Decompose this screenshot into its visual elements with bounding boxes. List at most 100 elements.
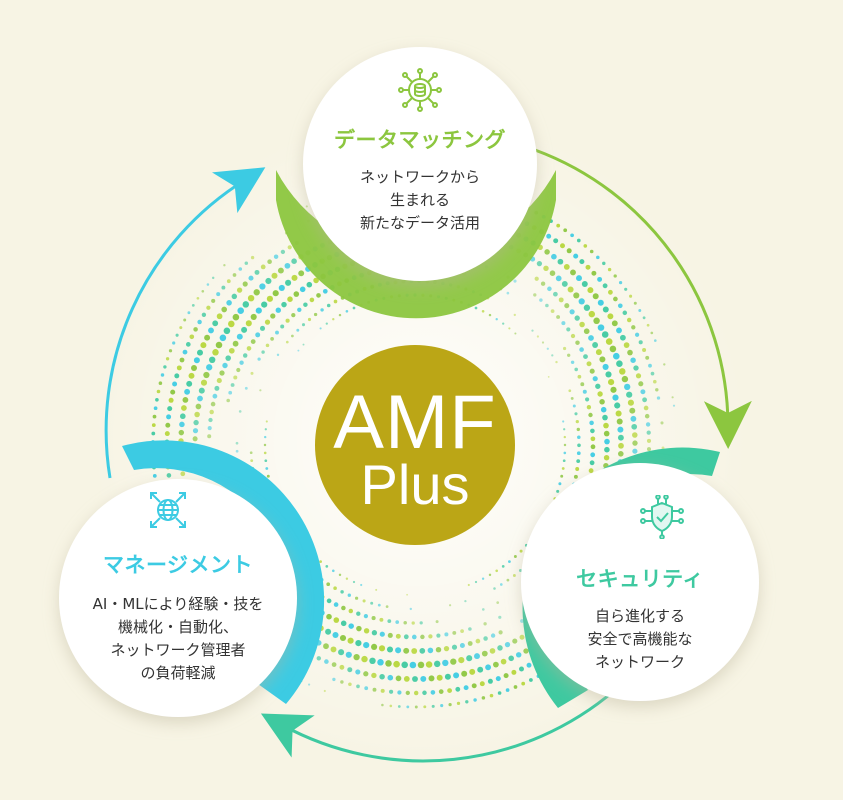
decor-dot xyxy=(576,275,582,282)
decor-dot xyxy=(566,248,572,254)
decor-dot xyxy=(563,228,568,233)
decor-dot xyxy=(231,293,238,300)
decor-dot xyxy=(362,599,366,603)
decor-dot xyxy=(613,352,620,360)
decor-dot xyxy=(361,655,368,663)
decor-dot xyxy=(201,289,205,293)
decor-dot xyxy=(618,451,624,457)
decor-dot xyxy=(599,399,605,405)
decor-dot xyxy=(155,397,159,402)
decor-dot xyxy=(513,685,518,689)
decor-dot xyxy=(474,653,480,660)
decor-dot xyxy=(428,634,433,639)
node-title: セキュリティ xyxy=(576,567,704,591)
decor-dot xyxy=(223,264,226,267)
decor-dot xyxy=(353,653,360,661)
decor-dot xyxy=(455,686,461,692)
decor-dot xyxy=(631,325,636,330)
decor-dot xyxy=(495,676,501,682)
band-management xyxy=(122,440,325,704)
node-title: データマッチング xyxy=(334,128,506,152)
decor-dot xyxy=(411,634,417,640)
decor-dot xyxy=(642,347,647,353)
decor-dot xyxy=(232,273,237,277)
band-data-matching xyxy=(276,170,556,319)
decor-dot xyxy=(238,267,243,271)
decor-dot xyxy=(503,673,509,679)
decor-dot xyxy=(219,370,225,376)
decor-dot xyxy=(371,643,378,650)
decor-dot xyxy=(340,620,347,627)
decor-dot xyxy=(208,417,213,423)
decor-dot xyxy=(473,698,477,702)
decor-dot xyxy=(164,431,170,437)
decor-dot xyxy=(583,304,591,311)
decor-dot xyxy=(638,340,643,345)
decor-dot xyxy=(369,657,376,665)
decor-dot xyxy=(265,420,268,423)
decor-dot xyxy=(263,443,267,447)
decor-dot xyxy=(592,376,598,382)
decor-dot xyxy=(156,389,161,394)
decor-dot xyxy=(345,310,349,313)
decor-dot xyxy=(323,643,329,650)
decor-dot xyxy=(556,223,561,228)
decor-dot xyxy=(254,269,260,275)
desc-line: ネットワークから xyxy=(359,168,480,186)
decor-dot xyxy=(672,404,676,407)
decor-dot xyxy=(589,368,595,374)
decor-dot xyxy=(570,396,574,400)
decor-dot xyxy=(526,662,532,668)
decor-dot xyxy=(168,349,173,353)
decor-dot xyxy=(618,280,623,285)
decor-dot xyxy=(348,608,354,614)
decor-dot xyxy=(176,365,182,371)
decor-dot xyxy=(513,555,517,558)
decor-dot xyxy=(340,590,344,594)
decor-dot xyxy=(210,401,216,407)
decor-dot xyxy=(589,249,594,254)
decor-dot xyxy=(263,451,267,455)
decor-dot xyxy=(325,628,332,635)
decor-dot xyxy=(293,291,300,297)
decor-dot xyxy=(591,270,597,276)
decor-dot xyxy=(363,671,369,677)
decor-dot xyxy=(604,446,610,453)
decor-dot xyxy=(519,666,524,672)
decor-dot xyxy=(597,299,604,306)
decor-dot xyxy=(195,403,202,410)
decor-dot xyxy=(211,298,216,303)
decor-dot xyxy=(291,312,296,318)
decor-dot xyxy=(345,577,349,580)
decor-dot xyxy=(561,467,565,470)
decor-dot xyxy=(592,293,599,300)
decor-dot xyxy=(609,345,617,353)
decor-dot xyxy=(601,331,609,338)
decor-dot xyxy=(247,294,255,302)
decor-dot xyxy=(607,267,612,272)
decor-dot xyxy=(267,259,272,265)
decor-dot xyxy=(193,327,198,332)
decor-dot xyxy=(647,447,651,452)
decor-dot xyxy=(585,264,591,270)
decor-dot xyxy=(377,603,381,607)
decor-dot xyxy=(508,327,511,330)
decor-dot xyxy=(549,270,556,276)
decor-dot xyxy=(616,418,623,425)
decor-dot xyxy=(406,705,410,709)
decor-dot xyxy=(276,353,280,357)
decor-dot xyxy=(180,471,186,477)
decor-dot xyxy=(212,349,219,356)
decor-dot xyxy=(576,238,581,243)
decor-dot xyxy=(341,605,346,611)
decor-dot xyxy=(333,586,337,590)
decor-dot xyxy=(320,308,324,312)
decor-dot xyxy=(645,355,650,360)
decor-dot xyxy=(397,705,401,708)
decor-dot xyxy=(209,409,214,415)
decor-dot xyxy=(646,430,651,435)
decor-dot xyxy=(242,301,250,308)
decor-dot xyxy=(355,669,361,675)
decor-dot xyxy=(575,340,580,345)
decor-dot xyxy=(242,281,248,287)
